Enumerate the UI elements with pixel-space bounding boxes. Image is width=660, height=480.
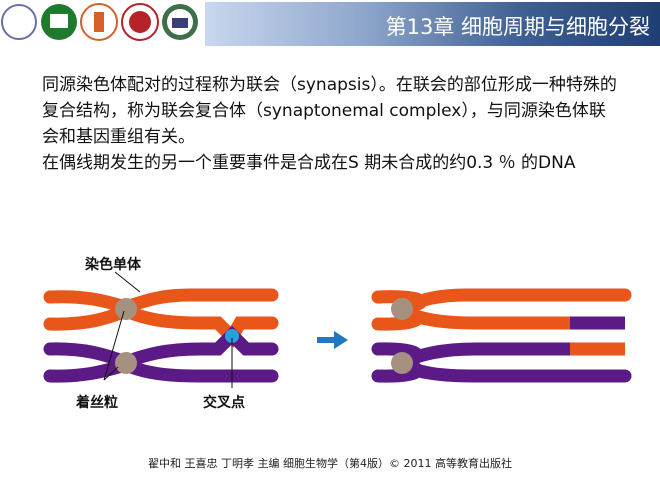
arrow-icon	[317, 331, 348, 349]
chapter-title: 第13章 细胞周期与细胞分裂	[385, 15, 650, 39]
chapter-header: 第13章 细胞周期与细胞分裂	[205, 2, 660, 46]
slide-body: 同源染色体配对的过程称为联会（synapsis）。在联会的部位形成一种特殊的复合…	[42, 72, 622, 176]
centromere	[115, 298, 137, 320]
centromere	[391, 298, 413, 320]
label-chromatid: 染色单体	[85, 256, 142, 273]
paragraph-synapsis: 同源染色体配对的过程称为联会（synapsis）。在联会的部位形成一种特殊的复合…	[42, 75, 617, 147]
label-centromere: 着丝粒	[75, 394, 118, 411]
citation-footer: 翟中和 王喜忠 丁明孝 主编 细胞生物学（第4版）© 2011 高等教育出版社	[148, 457, 512, 470]
logo-1	[1, 4, 37, 40]
centromere	[115, 352, 137, 374]
paragraph-dna-synthesis: 在偶线期发生的另一个重要事件是合成在S 期未合成的约0.3 ％ 的DNA	[42, 153, 576, 173]
label-chiasma: 交叉点	[203, 394, 245, 411]
crossover-diagram: 染色单体 着丝粒 交叉点	[43, 256, 632, 411]
chromatid-purple-bottom	[43, 358, 279, 383]
chiasma-point	[225, 329, 239, 343]
chromatid-purple-top	[43, 325, 279, 369]
university-logos	[0, 0, 205, 48]
chromatid-orange-top	[43, 288, 279, 314]
centromere	[391, 352, 413, 374]
